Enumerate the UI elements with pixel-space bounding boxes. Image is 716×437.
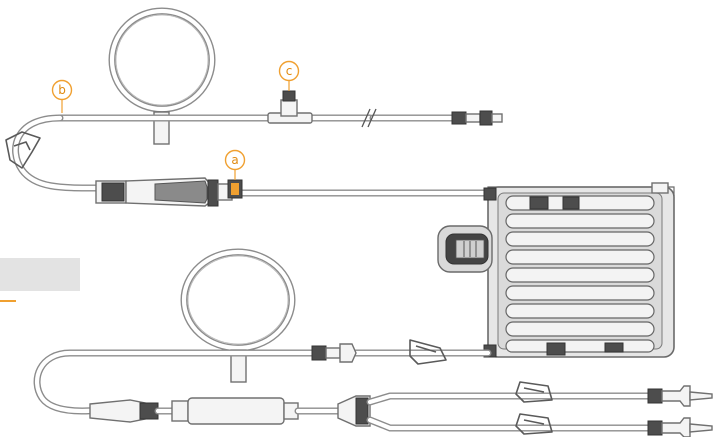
overlay-accent-line [0, 300, 16, 302]
callout-c: c [278, 60, 300, 91]
callout-a-label: a [231, 153, 238, 167]
y-branch-lower [366, 416, 654, 432]
injection-port-c [267, 90, 313, 124]
callout-a: a [224, 149, 246, 180]
callout-b-label: b [58, 83, 66, 97]
lower-tubing-coil [180, 248, 296, 352]
branch-clamp-lower [515, 413, 553, 435]
branch-clamp-upper [515, 381, 553, 403]
pinch-clamp-lower [409, 339, 447, 365]
cassette-side-handle [437, 225, 493, 273]
tubing-break-mark [361, 108, 377, 128]
cassette-channels [505, 195, 655, 353]
callout-c-label: c [286, 64, 293, 78]
drip-chamber-assembly [89, 397, 344, 425]
spike-connector-lower [647, 417, 713, 437]
roller-clamp-left [5, 131, 41, 169]
lower-line-connectors [311, 343, 357, 363]
pump-cassette [437, 182, 675, 358]
inline-chamber [95, 177, 233, 207]
upper-tubing-coil [108, 7, 216, 113]
y-connector [337, 395, 371, 427]
lower-tubing-line [33, 349, 492, 415]
y-branch-upper [366, 392, 654, 406]
callout-b: b [51, 79, 73, 113]
male-luer-connector-top [451, 110, 503, 126]
check-valve-a [227, 179, 243, 199]
left-tubing-loop [12, 114, 102, 192]
overlay-panel [0, 258, 80, 291]
spike-connector-upper [647, 385, 713, 407]
